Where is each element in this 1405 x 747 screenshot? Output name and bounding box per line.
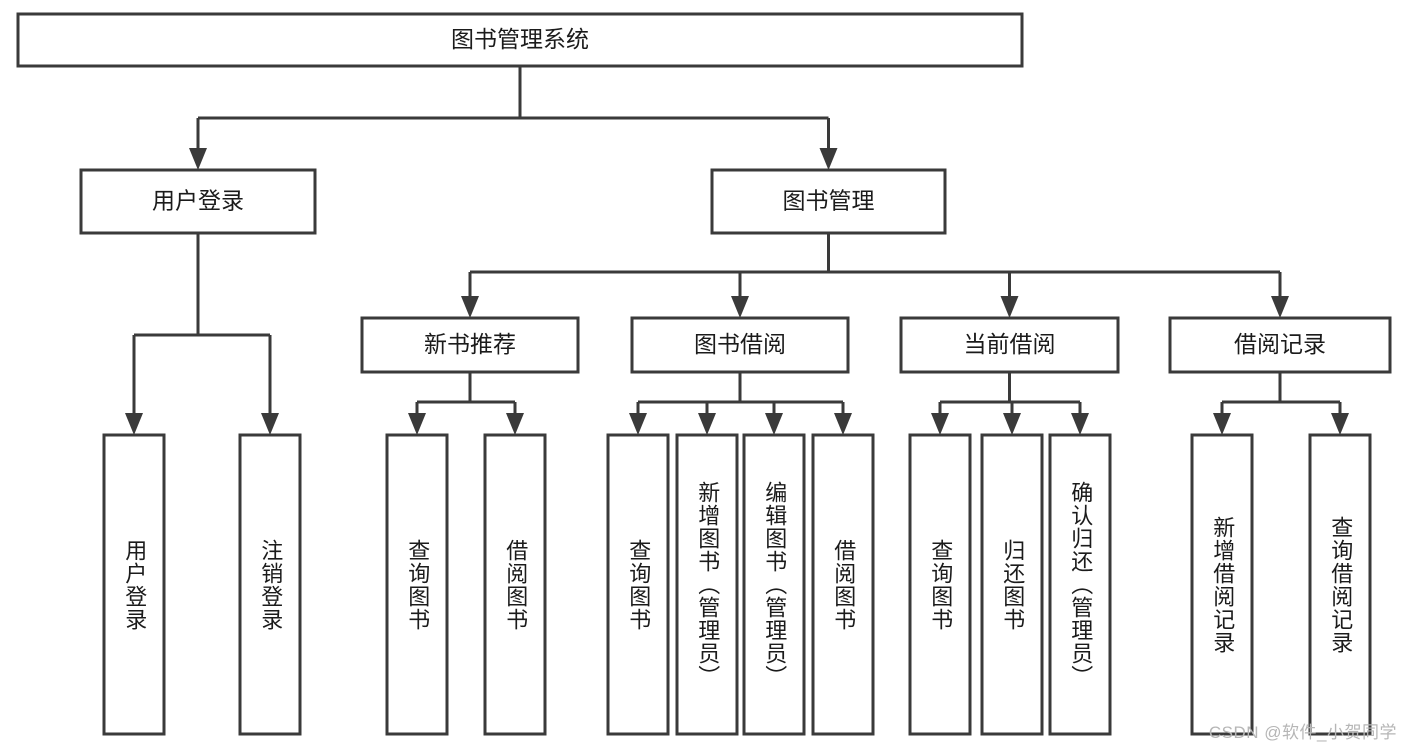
node-root-label: 图书管理系统: [451, 26, 589, 52]
connector-arrowhead: [408, 413, 426, 435]
connector-arrowhead: [125, 413, 143, 435]
leaf-user-login-do[interactable]: [102, 433, 166, 736]
connector-arrowhead: [1003, 413, 1021, 435]
connector-arrowhead: [1000, 296, 1019, 318]
leaf-confirm-return-admin[interactable]: [1048, 433, 1112, 736]
leaf-query-book-1[interactable]: [385, 433, 449, 736]
node-current-borrow-label: 当前借阅: [964, 331, 1056, 357]
connector-arrowhead: [834, 413, 852, 435]
connector-arrowhead: [819, 148, 838, 170]
connector-arrowhead: [461, 296, 479, 318]
connector-arrowhead: [1271, 296, 1289, 318]
connector-arrowhead: [1331, 413, 1349, 435]
leaf-add-borrow-record[interactable]: [1190, 433, 1254, 736]
connector-layer: [125, 66, 1349, 435]
node-box-layer: [16, 12, 1392, 736]
leaf-query-borrow-record[interactable]: [1308, 433, 1372, 736]
connector-arrowhead: [1213, 413, 1231, 435]
connector-arrowhead: [1071, 413, 1089, 435]
node-book-borrow-label: 图书借阅: [694, 331, 786, 357]
node-book-manage[interactable]: [710, 168, 947, 235]
leaf-borrow-book-2[interactable]: [811, 433, 875, 736]
node-new-book-recommend-label: 新书推荐: [424, 331, 516, 357]
connector-arrowhead: [506, 413, 524, 435]
connector-arrowhead: [261, 413, 279, 435]
connector-arrowhead: [931, 413, 949, 435]
node-book-borrow[interactable]: [630, 316, 850, 374]
leaf-query-book-3[interactable]: [908, 433, 972, 736]
node-new-book-recommend[interactable]: [360, 316, 580, 374]
node-root[interactable]: [16, 12, 1024, 68]
leaf-edit-book-admin[interactable]: [742, 433, 806, 736]
node-borrow-records[interactable]: [1168, 316, 1392, 374]
node-user-login-label: 用户登录: [152, 188, 244, 214]
connector-arrowhead: [629, 413, 647, 435]
leaf-return-book[interactable]: [980, 433, 1044, 736]
connector-arrowhead: [765, 413, 783, 435]
leaf-user-logout[interactable]: [238, 433, 302, 736]
connector-arrowhead: [698, 413, 716, 435]
node-current-borrow[interactable]: [899, 316, 1120, 374]
connector-arrowhead: [189, 148, 207, 170]
leaf-borrow-book-1[interactable]: [483, 433, 547, 736]
node-user-login[interactable]: [79, 168, 317, 235]
leaf-query-book-2[interactable]: [606, 433, 670, 736]
node-borrow-records-label: 借阅记录: [1234, 331, 1326, 357]
node-book-manage-label: 图书管理: [783, 188, 875, 214]
leaf-add-book-admin[interactable]: [675, 433, 739, 736]
csdn-watermark: CSDN @软件_小贺同学: [1208, 723, 1397, 742]
connector-arrowhead: [731, 296, 749, 318]
